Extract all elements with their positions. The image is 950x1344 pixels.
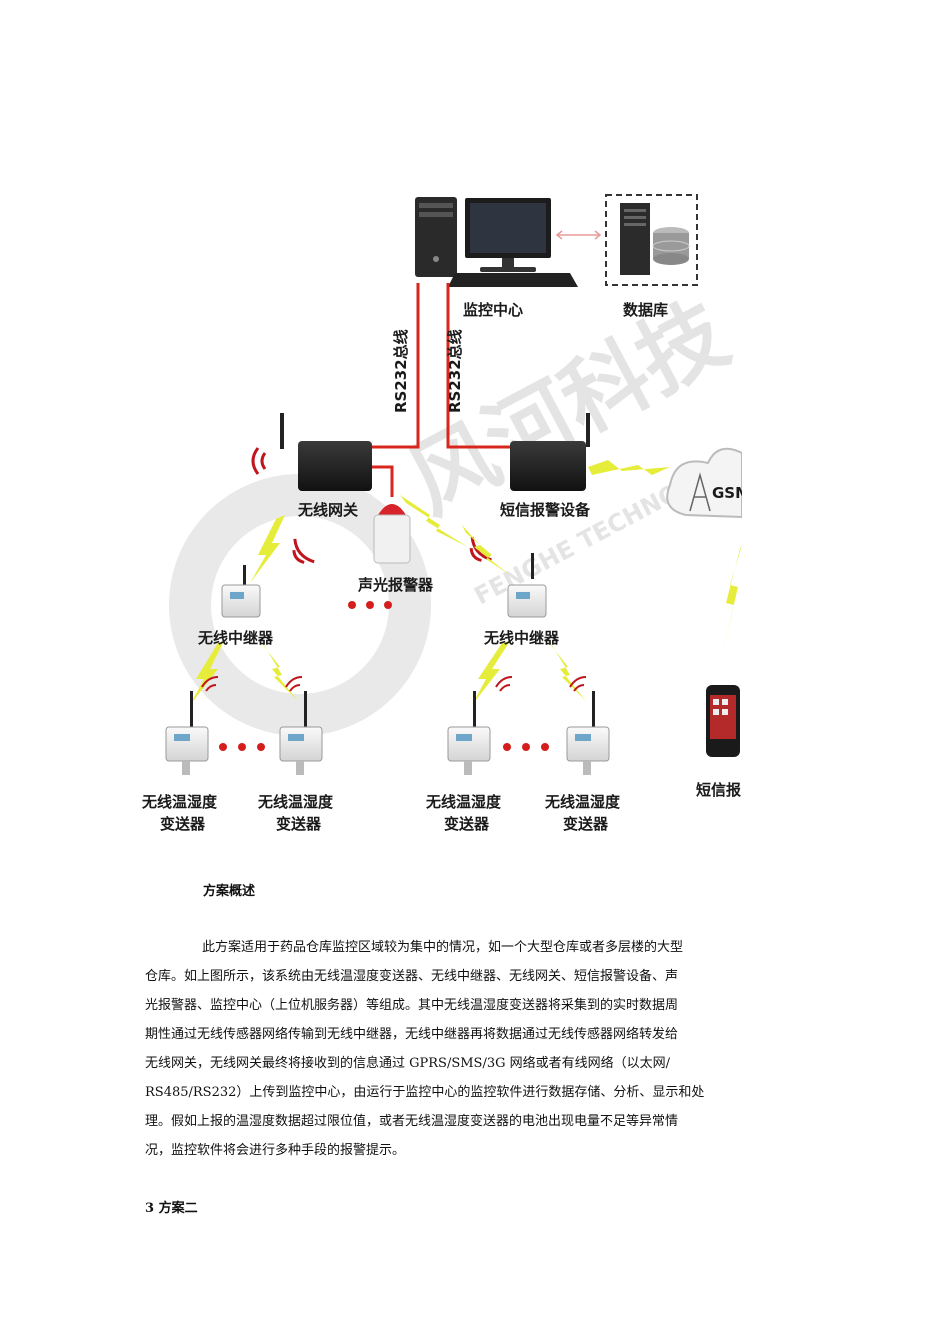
- ellipsis-dots-right: [503, 743, 549, 751]
- database-label: 数据库: [623, 301, 668, 319]
- paragraph-line: 光报警器、监控中心（上位机服务器）等组成。其中无线温湿度变送器将采集到的实时数据…: [145, 998, 679, 1013]
- paragraph-line: 期性通过无线传感器网络传输到无线中继器，无线中继器再将数据通过无线传感器网络转发…: [145, 1027, 679, 1042]
- ellipsis-dots-top: [348, 601, 392, 609]
- db-link-arrow: [555, 230, 602, 240]
- rs232-left-label: RS232总线: [392, 329, 410, 413]
- sensor-4: [566, 691, 610, 775]
- system-diagram: 风河科技 FENGHE TECHNOLOGY 监控中心 数据库: [130, 185, 742, 845]
- rs232-bus: [368, 283, 510, 497]
- repeater-right: [507, 553, 547, 618]
- sms-alarm-device: [510, 413, 590, 491]
- database-server: [605, 194, 698, 286]
- sensor-1-label-line1: 无线温湿度: [141, 793, 218, 811]
- monitor-center-label: 监控中心: [463, 301, 523, 319]
- mobile-phone: [706, 685, 740, 757]
- sms-receiver-label: 短信报: [696, 781, 741, 799]
- gsm-label: GSM: [712, 484, 742, 502]
- paragraph-line: 理。假如上报的温湿度数据超过限位值，或者无线温湿度变送器的电池出现电量不足等异常…: [145, 1114, 679, 1129]
- section-title: 方案概述: [203, 884, 256, 899]
- sensor-2-label-line1: 无线温湿度: [257, 793, 334, 811]
- rs232-right-label: RS232总线: [446, 329, 464, 413]
- paragraph-line: 无线网关，无线网关最终将接收到的信息通过 GPRS/SMS/3G 网络或者有线网…: [145, 1056, 671, 1071]
- repeater-left-label: 无线中继器: [197, 629, 274, 647]
- paragraph-line: 况，监控软件将会进行多种手段的报警提示。: [145, 1143, 406, 1158]
- sensor-1-label-line2: 变送器: [160, 815, 206, 833]
- wireless-gateway-device: [251, 413, 372, 491]
- paragraph-line: RS485/RS232）上传到监控中心，由运行于监控中心的监控软件进行数据存储、…: [145, 1085, 705, 1100]
- sensor-4-label-line1: 无线温湿度: [544, 793, 621, 811]
- sensor-2: [279, 691, 323, 775]
- repeater-left: [221, 565, 261, 618]
- signal-icons: [201, 676, 587, 692]
- sensor-4-label-line2: 变送器: [563, 815, 609, 833]
- sound-light-alarm: [292, 504, 492, 564]
- section-heading-3: 3 方案二: [145, 1201, 198, 1216]
- overview-paragraph: 此方案适用于药品仓库监控区域较为集中的情况，如一个大型仓库或者多层楼的大型 仓库…: [145, 933, 745, 1165]
- sensor-3: [447, 691, 491, 775]
- paragraph-line: 仓库。如上图所示，该系统由无线温湿度变送器、无线中继器、无线网关、短信报警设备、…: [145, 969, 679, 984]
- sound-light-alarm-label: 声光报警器: [357, 576, 434, 594]
- wireless-bolts: [190, 460, 742, 705]
- sensor-3-label-line1: 无线温湿度: [425, 793, 502, 811]
- sensor-2-label-line2: 变送器: [276, 815, 322, 833]
- paragraph-line: 此方案适用于药品仓库监控区域较为集中的情况，如一个大型仓库或者多层楼的大型: [202, 940, 684, 955]
- sensor-1: [165, 691, 209, 775]
- sensor-3-label-line2: 变送器: [444, 815, 490, 833]
- sms-alarm-device-label: 短信报警设备: [500, 501, 591, 519]
- watermark: 风河科技 FENGHE TECHNOLOGY: [169, 284, 742, 736]
- gsm-cloud: [666, 447, 742, 519]
- monitor-center-computer: [415, 197, 578, 287]
- repeater-right-label: 无线中继器: [483, 629, 560, 647]
- ellipsis-dots-left: [219, 743, 265, 751]
- wireless-gateway-label: 无线网关: [297, 501, 358, 519]
